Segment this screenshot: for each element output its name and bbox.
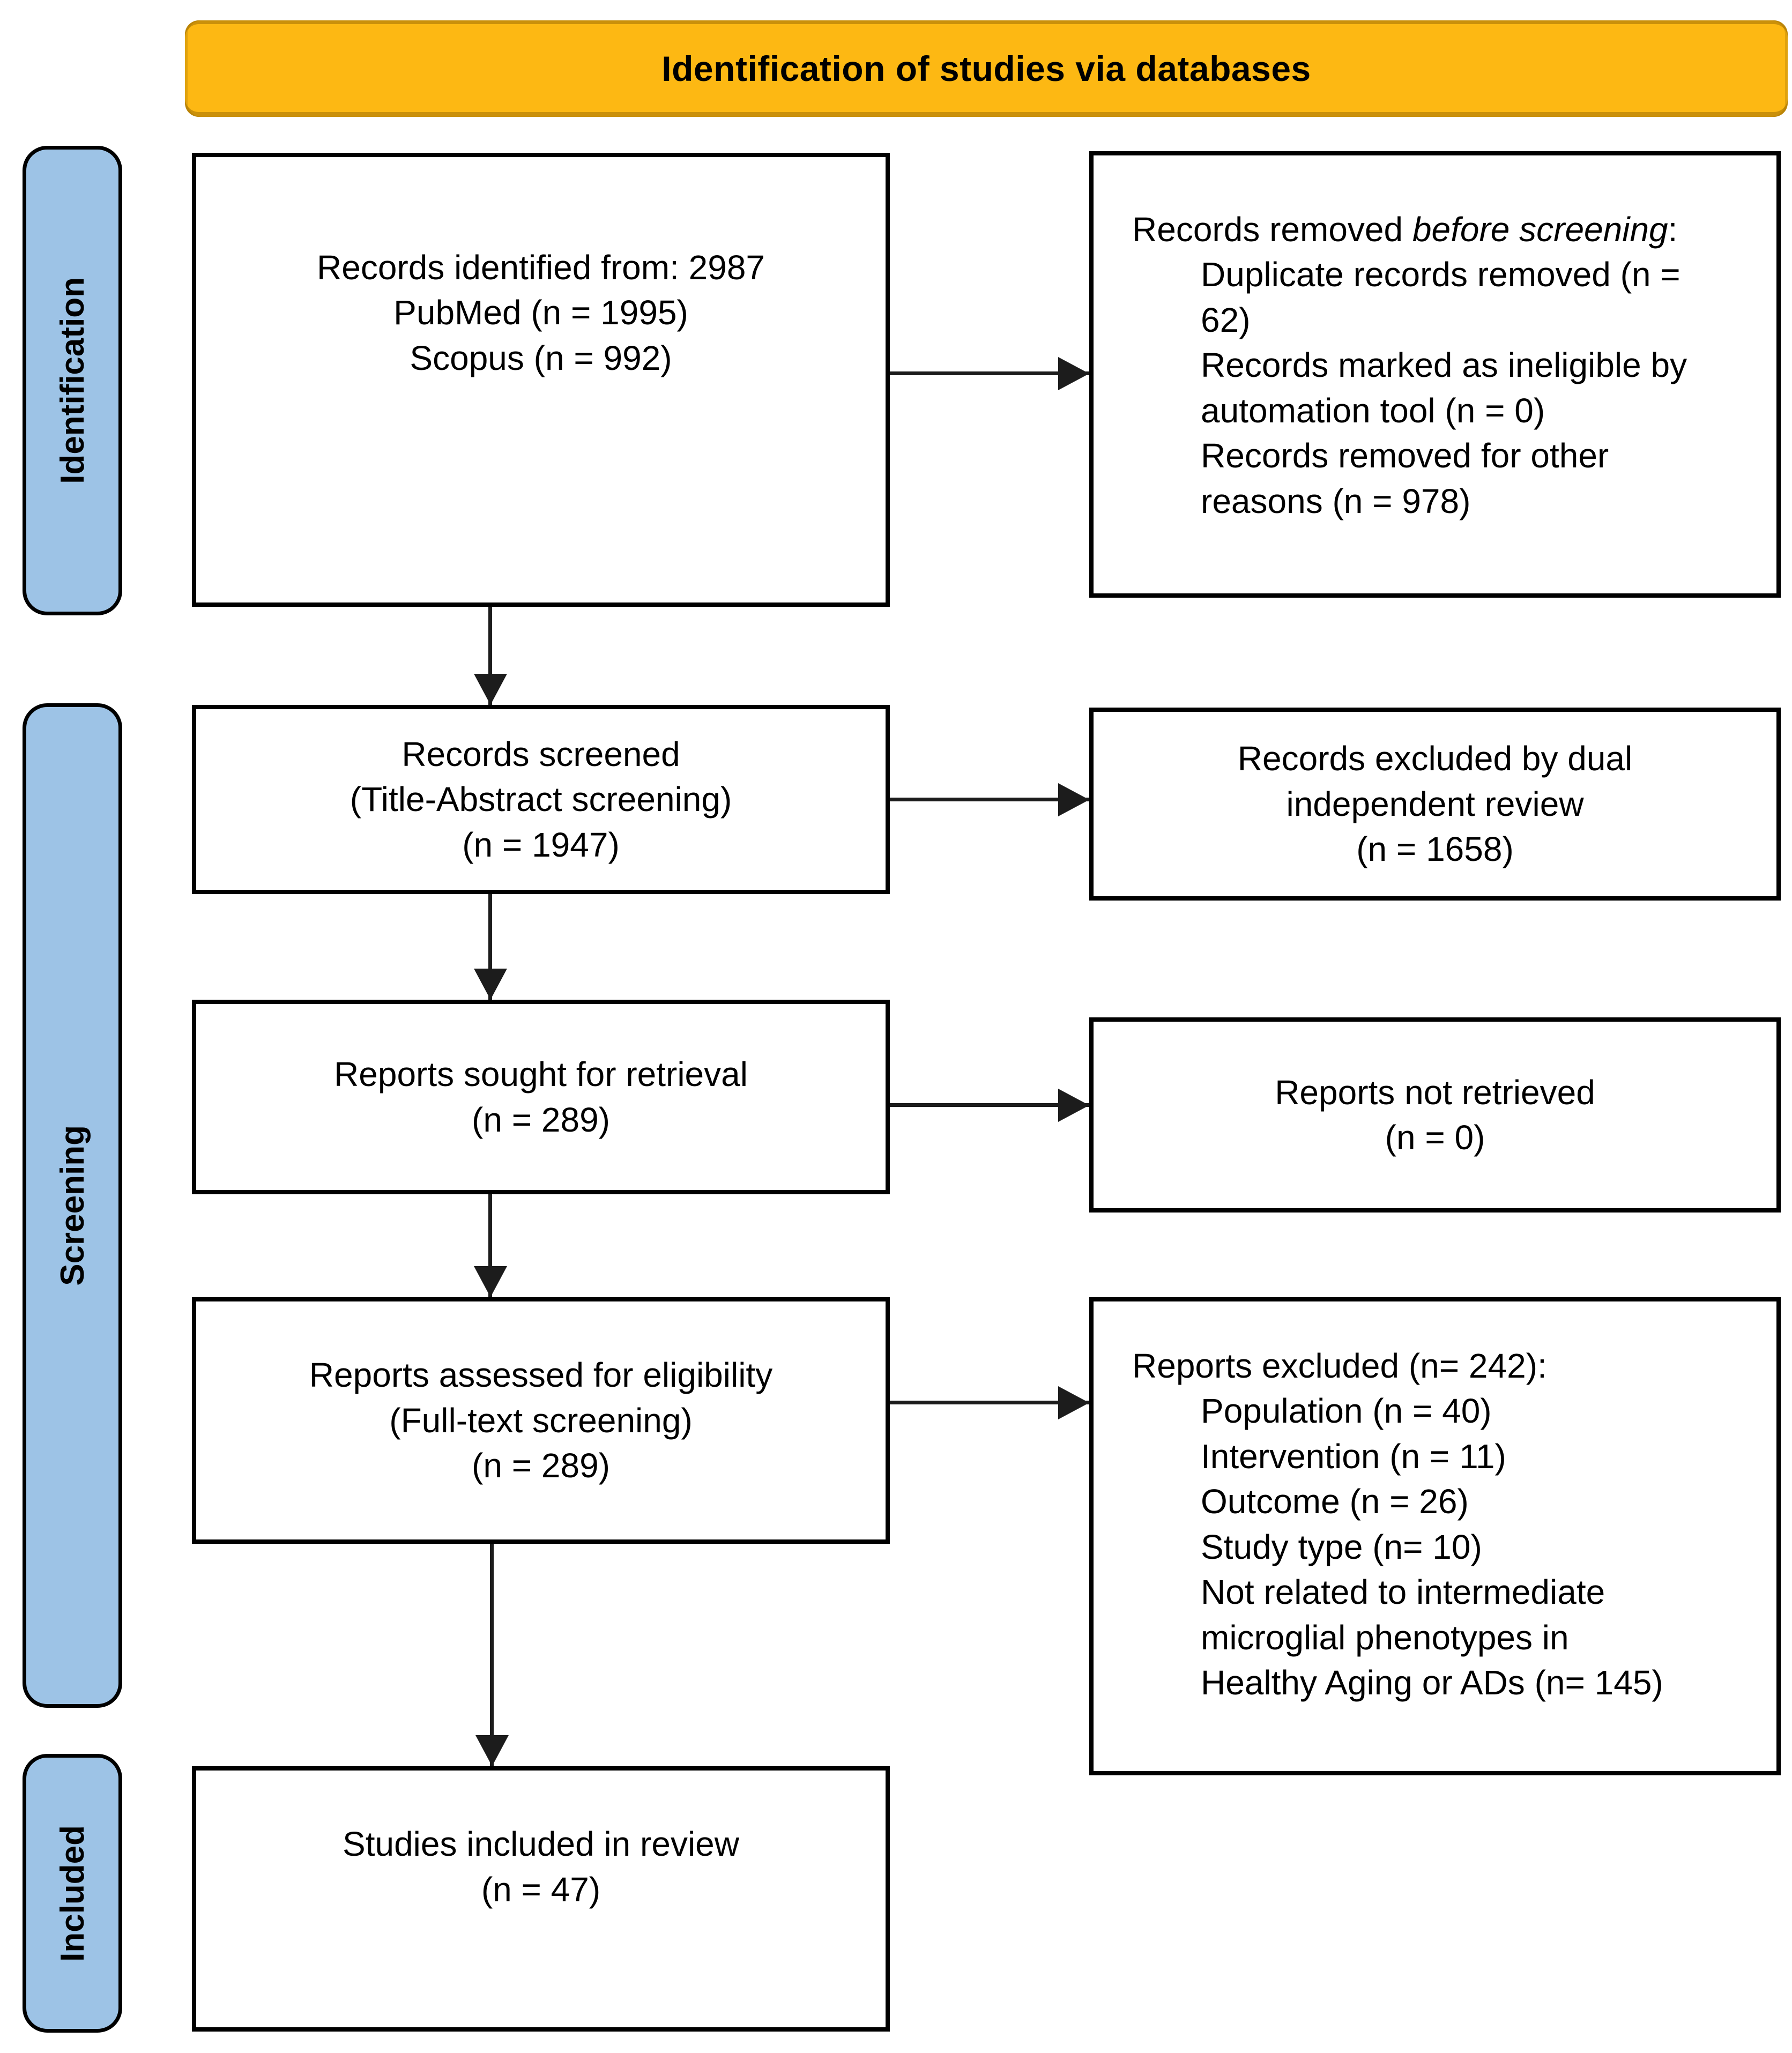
reports-assessed-count: (n = 289) <box>472 1446 610 1485</box>
records-removed-title: Records removed before screening: <box>1132 207 1755 252</box>
stage-label-screening-text: Screening <box>54 1125 91 1286</box>
stage-label-identification: Identification <box>23 146 122 615</box>
records-removed-duplicates: Duplicate records removed (n = 62) <box>1201 255 1681 339</box>
stage-label-identification-text: Identification <box>54 277 91 484</box>
records-removed-title-prefix: Records removed <box>1132 210 1412 249</box>
arrow-identified-to-removed <box>890 371 1089 375</box>
reports-not-retrieved-count: (n = 0) <box>1385 1118 1485 1157</box>
arrow-identified-to-screened <box>488 607 492 705</box>
arrow-screened-to-sought <box>488 894 492 1000</box>
records-excluded-count: (n = 1658) <box>1356 830 1514 869</box>
records-screened-method: (Title-Abstract screening) <box>350 780 732 819</box>
box-records-screened: Records screened (Title-Abstract screeni… <box>192 705 890 894</box>
records-removed-automation: Records marked as ineligible by automati… <box>1201 346 1687 430</box>
records-identified-line: Records identified from: 2987 <box>317 248 765 287</box>
stage-label-included: Included <box>23 1754 122 2033</box>
stage-label-screening: Screening <box>23 703 122 1708</box>
arrow-screened-to-excluded <box>890 798 1089 801</box>
box-records-excluded-dual-review: Records excluded by dual independent rev… <box>1089 708 1781 901</box>
reports-not-retrieved-line: Reports not retrieved <box>1275 1073 1595 1112</box>
banner-title: Identification of studies via databases <box>661 49 1311 88</box>
reports-excluded-population: Population (n = 40) <box>1201 1392 1492 1431</box>
reports-excluded-study-type: Study type (n= 10) <box>1201 1527 1482 1566</box>
reports-sought-count: (n = 289) <box>472 1100 610 1139</box>
reports-excluded-not-related: Not related to intermediate microglial p… <box>1201 1573 1663 1702</box>
stage-label-included-text: Included <box>54 1825 91 1962</box>
arrow-assessed-to-reports-excluded <box>890 1401 1089 1404</box>
reports-excluded-outcome: Outcome (n = 26) <box>1201 1482 1469 1521</box>
studies-included-count: (n = 47) <box>481 1870 601 1909</box>
records-removed-title-italic: before screening <box>1412 210 1668 249</box>
box-studies-included: Studies included in review (n = 47) <box>192 1766 890 2032</box>
box-records-removed-before-screening: Records removed before screening: Duplic… <box>1089 151 1781 598</box>
box-records-identified: Records identified from: 2987 PubMed (n … <box>192 153 890 607</box>
reports-sought-line: Reports sought for retrieval <box>334 1055 748 1094</box>
records-identified-pubmed: PubMed (n = 1995) <box>393 293 688 332</box>
reports-excluded-intervention: Intervention (n = 11) <box>1201 1437 1506 1476</box>
records-excluded-line1: Records excluded by dual <box>1237 739 1633 778</box>
reports-assessed-method: (Full-text screening) <box>389 1401 693 1440</box>
arrow-sought-to-not-retrieved <box>890 1103 1089 1107</box>
arrow-sought-to-assessed <box>488 1194 492 1297</box>
records-excluded-line2: independent review <box>1286 784 1584 823</box>
box-reports-assessed: Reports assessed for eligibility (Full-t… <box>192 1297 890 1544</box>
records-screened-line: Records screened <box>401 734 680 773</box>
banner-identification-via-databases: Identification of studies via databases <box>185 20 1788 117</box>
arrow-assessed-to-included <box>490 1544 494 1766</box>
box-reports-excluded: Reports excluded (n= 242): Population (n… <box>1089 1297 1781 1775</box>
records-identified-scopus: Scopus (n = 992) <box>410 338 672 377</box>
reports-excluded-title: Reports excluded (n= 242): <box>1132 1347 1547 1385</box>
reports-assessed-line: Reports assessed for eligibility <box>309 1356 773 1395</box>
box-reports-not-retrieved: Reports not retrieved (n = 0) <box>1089 1017 1781 1213</box>
box-reports-sought: Reports sought for retrieval (n = 289) <box>192 1000 890 1194</box>
records-removed-other: Records removed for other reasons (n = 9… <box>1201 436 1609 520</box>
records-screened-count: (n = 1947) <box>462 825 620 864</box>
records-removed-title-suffix: : <box>1668 210 1678 249</box>
studies-included-line: Studies included in review <box>343 1825 739 1864</box>
